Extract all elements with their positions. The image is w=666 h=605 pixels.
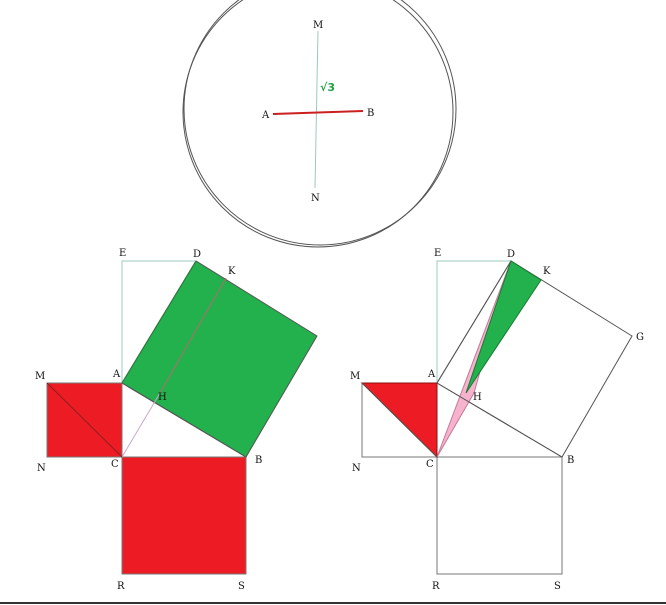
circle-construction: M A B N √3 bbox=[182, 0, 457, 248]
sqrt3-label: √3 bbox=[320, 81, 335, 94]
segment-mn bbox=[314, 30, 319, 189]
label-left-m: M bbox=[35, 371, 45, 382]
label-left-k: K bbox=[228, 266, 236, 277]
label-right-n: N bbox=[352, 463, 361, 474]
label-right-c: C bbox=[426, 459, 434, 470]
left-edge-ch bbox=[121, 392, 161, 458]
right-square-cbrs bbox=[436, 456, 563, 575]
label-right-g: G bbox=[636, 332, 644, 343]
label-right-k: K bbox=[543, 266, 551, 277]
circle-right bbox=[183, 0, 457, 246]
label-left-h: H bbox=[158, 392, 167, 403]
right-edge-ad bbox=[436, 260, 512, 384]
right-edge-mb bbox=[361, 382, 438, 458]
label-right-h: H bbox=[473, 392, 482, 403]
label-left-e: E bbox=[119, 248, 126, 259]
right-pythagoras-figure: E D K G M A H N C B R S bbox=[350, 248, 644, 592]
label-right-e: E bbox=[434, 248, 441, 259]
right-edge-ab bbox=[436, 382, 563, 458]
label-left-c: C bbox=[111, 459, 119, 470]
label-right-r: R bbox=[432, 581, 440, 592]
right-pink-triangle bbox=[436, 260, 512, 458]
left-red-large-square bbox=[121, 456, 247, 575]
label-right-s: S bbox=[554, 581, 561, 592]
left-line-hk bbox=[159, 277, 227, 394]
left-pythagoras-figure: E D K M A H N C B R S bbox=[35, 248, 318, 592]
circle-left bbox=[182, 0, 454, 248]
label-left-a: A bbox=[112, 369, 121, 380]
label-right-m: M bbox=[350, 371, 360, 382]
label-right-d: D bbox=[507, 249, 515, 260]
left-square-outline-e bbox=[121, 260, 196, 383]
right-green-sliver bbox=[465, 260, 542, 394]
label-top-b: B bbox=[367, 108, 374, 119]
right-square-outline-e bbox=[436, 260, 511, 383]
label-top-a: A bbox=[261, 110, 270, 121]
left-edge-ab bbox=[121, 382, 247, 458]
left-line-ad bbox=[121, 260, 197, 384]
label-top-n: N bbox=[311, 193, 320, 204]
left-edge-mc bbox=[46, 382, 123, 458]
label-right-a: A bbox=[427, 369, 436, 380]
segment-ab bbox=[272, 110, 364, 115]
label-left-r: R bbox=[117, 581, 125, 592]
left-green-square bbox=[121, 260, 318, 458]
label-left-b: B bbox=[255, 455, 262, 466]
label-left-n: N bbox=[37, 463, 46, 474]
label-left-d: D bbox=[193, 249, 201, 260]
label-right-b: B bbox=[567, 455, 574, 466]
label-left-s: S bbox=[238, 581, 245, 592]
label-top-m: M bbox=[313, 20, 323, 31]
